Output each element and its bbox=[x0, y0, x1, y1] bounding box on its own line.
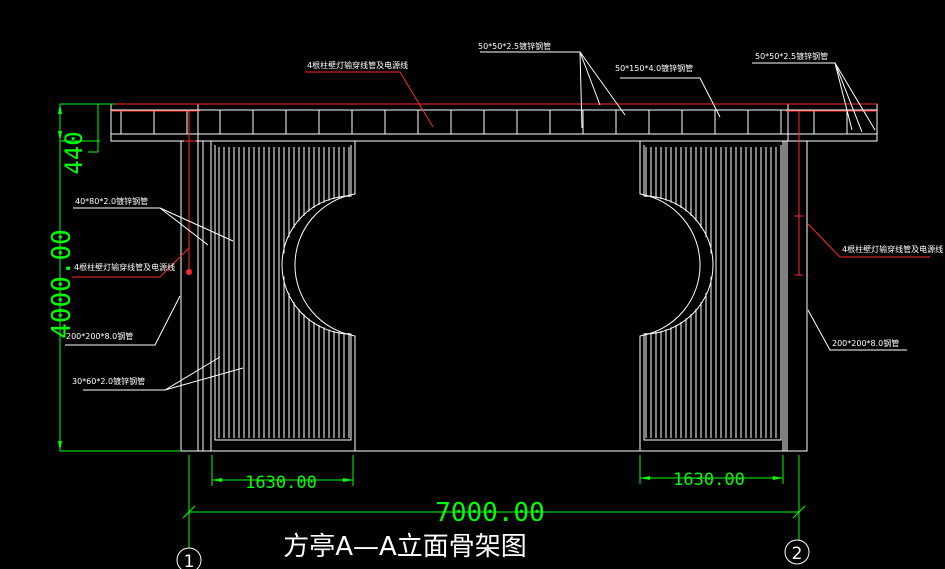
note-left-cable: 4根柱壁灯输穿线管及电源线 bbox=[74, 262, 175, 272]
leader-lines-red bbox=[72, 71, 930, 278]
right-lamp-conduit bbox=[794, 111, 804, 276]
annotations: 4根柱壁灯输穿线管及电源线 50*50*2.5镀锌钢管 50*150*4.0镀锌… bbox=[66, 41, 943, 386]
axis-marker-1-label: 1 bbox=[184, 552, 195, 569]
beam-red-line bbox=[111, 103, 877, 112]
top-beam bbox=[110, 103, 878, 142]
total-height-label: 4000.00 bbox=[47, 229, 77, 339]
note-right-cable: 4根柱壁灯输穿线管及电源线 bbox=[842, 244, 943, 254]
note-right-column: 200*200*8.0钢管 bbox=[832, 338, 899, 348]
right-screen-panel bbox=[639, 141, 786, 452]
note-top-tube-middle: 50*150*4.0镀锌钢管 bbox=[615, 63, 693, 73]
left-lamp-conduit bbox=[184, 111, 196, 275]
left-panel-width-label: 1630.00 bbox=[245, 473, 317, 493]
dimension-lines bbox=[59, 103, 806, 548]
leader-lines bbox=[65, 51, 907, 391]
axis-marker-2: 2 bbox=[784, 539, 810, 565]
note-left-column: 200*200*8.0钢管 bbox=[66, 331, 133, 341]
columns bbox=[180, 140, 808, 452]
note-top-tube-left: 50*50*2.5镀锌钢管 bbox=[478, 41, 551, 51]
axis-marker-1: 1 bbox=[176, 547, 202, 569]
note-left-tube-4080: 40*80*2.0镀锌钢管 bbox=[75, 196, 148, 206]
note-top-tube-right: 50*50*2.5镀锌钢管 bbox=[755, 51, 828, 61]
dimension-arrows bbox=[58, 104, 783, 482]
left-screen-panel bbox=[210, 141, 356, 452]
axis-marker-2-label: 2 bbox=[792, 544, 803, 564]
note-top-cable: 4根柱壁灯输穿线管及电源线 bbox=[307, 60, 408, 70]
left-conduit-end bbox=[186, 269, 192, 275]
overall-width-label: 7000.00 bbox=[435, 498, 545, 528]
right-column bbox=[786, 140, 808, 452]
beam-height-label: 440 bbox=[60, 131, 88, 174]
right-panel-width-label: 1630.00 bbox=[673, 470, 745, 490]
note-left-tube-3060: 30*60*2.0镀锌钢管 bbox=[72, 376, 145, 386]
drawing-title: 方亭A—A立面骨架图 bbox=[283, 532, 527, 562]
